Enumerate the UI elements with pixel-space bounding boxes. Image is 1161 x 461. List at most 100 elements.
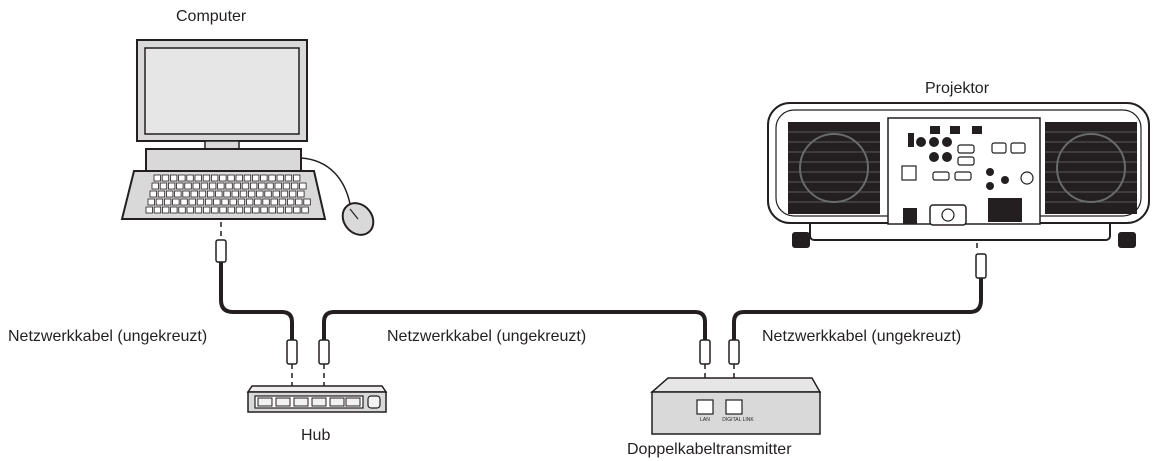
keyboard-key [186, 174, 194, 182]
keyboard-key [270, 198, 278, 206]
network-cables [219, 262, 983, 340]
keyboard-key [186, 206, 194, 214]
port-label-lan: LAN [700, 417, 710, 423]
keyboard-key [297, 190, 305, 198]
keyboard-key [213, 198, 221, 206]
keyboard-key [219, 206, 227, 214]
cable-transmitter-projector [732, 278, 983, 340]
plug-transmitter-dl [728, 339, 740, 365]
keyboard-key [157, 190, 166, 198]
plug-computer [215, 239, 227, 263]
keyboard-key [176, 182, 184, 190]
keyboard-key [145, 206, 153, 214]
keyboard-key [284, 174, 293, 182]
keyboard-key [286, 198, 295, 206]
transmitter-label: Doppelkabeltransmitter [627, 441, 792, 458]
keyboard-key [219, 174, 227, 182]
keyboard-key [280, 190, 289, 198]
keyboard-key [170, 206, 178, 214]
hub-label: Hub [301, 427, 331, 444]
keyboard-key [278, 198, 287, 206]
keyboard-key [266, 182, 274, 190]
keyboard-key [262, 198, 270, 206]
keyboard-key [172, 198, 180, 206]
keyboard-key [245, 198, 254, 206]
plug-hub-left [286, 339, 298, 365]
keyboard-key [192, 182, 200, 190]
keyboard-key [282, 182, 291, 190]
keyboard-key [258, 182, 266, 190]
keyboard-key [211, 206, 219, 214]
keyboard-key [210, 174, 219, 182]
keyboard-key [227, 206, 235, 214]
keyboard-key [231, 190, 239, 198]
keyboard-key [208, 182, 217, 190]
keyboard-key [217, 182, 225, 190]
computer-label: Computer [176, 8, 247, 25]
keyboard-key [190, 190, 198, 198]
keyboard-key [303, 198, 311, 206]
keyboard-key [299, 182, 307, 190]
keyboard-key [254, 198, 262, 206]
keyboard-key [151, 182, 159, 190]
plug-hub-right [318, 339, 330, 365]
keyboard-key [153, 206, 162, 214]
projector-label: Projektor [925, 80, 990, 97]
keyboard-key [235, 206, 244, 214]
keyboard-key [206, 190, 215, 198]
hub-illustration [246, 385, 388, 413]
keyboard-key [229, 198, 237, 206]
keyboard-key [182, 190, 190, 198]
keyboard-key [167, 182, 176, 190]
keyboard-key [155, 198, 164, 206]
keyboard-key [290, 182, 299, 190]
keyboard-key [194, 206, 203, 214]
keyboard-key [284, 206, 293, 214]
keyboard-key [165, 190, 174, 198]
keyboard-key [268, 174, 276, 182]
keyboard-key [292, 174, 301, 182]
keyboard-key [293, 206, 301, 214]
keyboard-key [237, 198, 246, 206]
keyboard-key [227, 174, 235, 182]
keyboard-key [174, 190, 182, 198]
keyboard-key [256, 190, 264, 198]
cable-label-right: Netzwerkkabel (ungekreuzt) [762, 328, 962, 345]
keyboard-key [249, 182, 258, 190]
keyboard-key [243, 206, 252, 214]
keyboard-key [276, 206, 285, 214]
transmitter-illustration: LAN DIGITAL LINK [650, 377, 822, 435]
keyboard-key [301, 206, 309, 214]
keyboard-key [163, 198, 172, 206]
keyboard-key [202, 174, 211, 182]
keyboard-key [184, 182, 192, 190]
keyboard-key [274, 182, 282, 190]
keyboard-key [204, 198, 213, 206]
plug-transmitter-lan [699, 339, 711, 365]
cable-label-left: Netzwerkkabel (ungekreuzt) [8, 328, 208, 345]
keyboard-key [194, 174, 202, 182]
keyboard-key [221, 198, 229, 206]
computer-illustration [120, 39, 375, 236]
keyboard-key [198, 190, 207, 198]
keyboard-key [180, 198, 188, 206]
keyboard-key [178, 174, 186, 182]
keyboard-key [159, 182, 168, 190]
keyboard-key [252, 206, 260, 214]
keyboard-key [161, 206, 170, 214]
keyboard-key [260, 206, 268, 214]
port-label-digital-link: DIGITAL LINK [722, 417, 754, 423]
keyboard-key [251, 174, 260, 182]
keyboard-key [239, 190, 248, 198]
keyboard-key [149, 190, 157, 198]
cable-hub-transmitter [322, 310, 707, 340]
keyboard-key [215, 190, 223, 198]
keyboard-key [169, 174, 178, 182]
keyboard-key [247, 190, 256, 198]
keyboard-key [225, 182, 233, 190]
keyboard-key [243, 174, 252, 182]
keyboard-key [188, 198, 196, 206]
keyboard-key [233, 182, 241, 190]
keyboard-key [235, 174, 243, 182]
